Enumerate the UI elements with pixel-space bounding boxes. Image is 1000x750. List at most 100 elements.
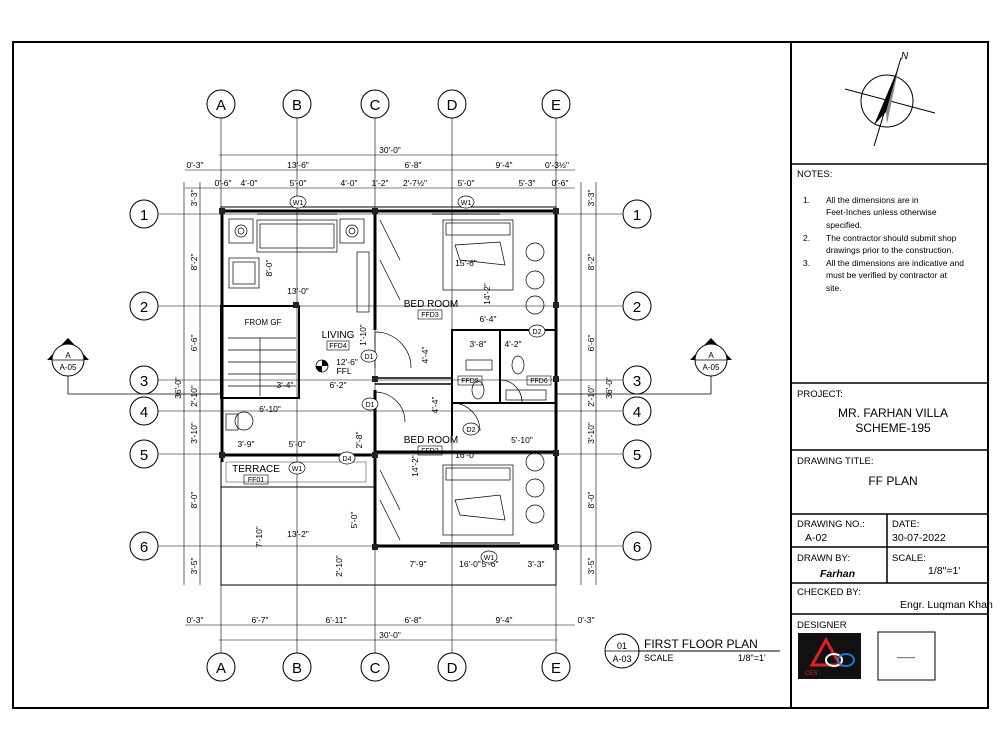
dim-text: 0'-3" (187, 160, 204, 170)
room-living: LIVING (322, 330, 355, 341)
dim-text: 15'-6" (455, 258, 477, 268)
note-line: must be verified by contractor at (826, 270, 948, 280)
dim-text: 3'-4" (277, 380, 294, 390)
dim-text: 5'-0" (290, 178, 307, 188)
title-block: N NOTES: 1. All the dimensions are in Fe… (791, 51, 993, 681)
dim-text: 0'-3" (187, 615, 204, 625)
dim-text: 8'-0" (189, 492, 199, 509)
signature-mark: —— (897, 652, 915, 662)
plan-sheet: A-03 (612, 654, 631, 664)
dim-text: 0'-6" (552, 178, 569, 188)
dim-text: 5'-0" (458, 178, 475, 188)
grid-label: 4 (633, 404, 641, 421)
level-marker-icon (315, 359, 329, 373)
scale-value: 1/8"=1' (928, 565, 960, 577)
drawing-title-label: DRAWING TITLE: (797, 456, 874, 467)
dim-text: 9'-4" (496, 160, 513, 170)
bath-2-tag: FFD6 (530, 378, 548, 385)
designer-label: DESIGNER (797, 620, 847, 631)
dimension-texts: 30'-0" 0'-3" 13'-6" 6'-8" 9'-4" 0'-3½" 0… (173, 145, 614, 640)
dim-text: 6'-8" (405, 615, 422, 625)
dim-text: 7'-9" (410, 559, 427, 569)
dim-text: 36'-0" (604, 377, 614, 399)
notes-list: 1. All the dimensions are in Feet-Inches… (803, 195, 964, 293)
grid-label: 1 (140, 207, 148, 224)
dim-text: 8'-2" (586, 254, 596, 271)
dim-text: 6'-8" (405, 160, 422, 170)
north-label: N (901, 51, 909, 62)
window-tag: W1 (484, 555, 495, 562)
dim-text: 30'-0" (379, 630, 401, 640)
section-sheet: A-05 (60, 363, 77, 372)
plan-scale-label: SCALE (644, 653, 674, 663)
dim-text: 4'-4" (430, 397, 440, 414)
dim-text: 2'-10" (189, 385, 199, 407)
grid-label: A (216, 660, 226, 677)
dim-text: 6'-7" (252, 615, 269, 625)
dim-text: 0'-3½" (545, 160, 569, 170)
dim-text: 0'-3" (578, 615, 595, 625)
dim-text: FFL (336, 366, 351, 376)
dim-text: 6'-2" (330, 380, 347, 390)
note-line: The contractor should submit shop (826, 233, 957, 243)
window-tag: W1 (461, 200, 472, 207)
dim-text: 3'-5" (189, 558, 199, 575)
furniture (225, 218, 547, 541)
signature-box (877, 631, 936, 681)
grid-bubble-bottom: A B C D E (206, 652, 571, 682)
dim-text: 8'-2" (189, 254, 199, 271)
dim-text: 9'-4" (496, 615, 513, 625)
section-letter: A (65, 351, 71, 360)
dim-text: 13'-2" (287, 529, 309, 539)
dim-text: 36'-0" (173, 377, 183, 399)
dim-text: 1'-10" (358, 324, 368, 346)
note-line: Feet-Inches unless otherwise (826, 207, 937, 217)
section-letter: A (708, 351, 714, 360)
door-tag: D4 (343, 456, 352, 463)
dim-text: 2'-7½" (403, 178, 427, 188)
grid-label: D (447, 97, 458, 114)
door-tag: D2 (533, 329, 542, 336)
date-value: 30-07-2022 (892, 532, 946, 544)
walls (220, 206, 558, 586)
dim-text: 3'-10" (189, 422, 199, 444)
grid-bubble-left: 1 2 3 4 5 6 (129, 199, 159, 561)
dim-text: 14'-2" (410, 455, 420, 477)
dim-text: 4'-0" (241, 178, 258, 188)
window-tag: W1 (292, 466, 303, 473)
dim-text: 5'-3" (519, 178, 536, 188)
dim-text: 13'-0" (287, 286, 309, 296)
note-line: All the dimensions are in (826, 195, 919, 205)
grid-label: B (292, 97, 302, 114)
project-label: PROJECT: (797, 389, 843, 400)
door-tag: D2 (467, 427, 476, 434)
door-window-tags: W1 W1 W1 W1 D1 D1 D2 D2 D4 (288, 195, 546, 564)
dim-text: 3'-3" (528, 559, 545, 569)
door-tag: D1 (365, 354, 374, 361)
section-marker-right: A A-05 (556, 338, 732, 395)
dim-text: 0'-6" (215, 178, 232, 188)
drawing-title: FF PLAN (868, 474, 917, 488)
dim-text: 4'-4" (420, 347, 430, 364)
door-tag: D1 (366, 402, 375, 409)
drawing-no: A-02 (805, 532, 827, 544)
plan-title: FIRST FLOOR PLAN (644, 637, 758, 651)
sheet-border (12, 41, 989, 709)
dim-text: 8'-0" (264, 260, 274, 277)
dim-text: 1'-2" (372, 178, 389, 188)
dim-text: 3'-9" (238, 439, 255, 449)
columns (219, 208, 559, 550)
dim-text: 2'-10" (586, 385, 596, 407)
project-name: MR. FARHAN VILLA (838, 406, 948, 420)
plan-title-block: 01 A-03 FIRST FLOOR PLAN SCALE 1/8"=1' (604, 633, 780, 669)
door-swings (374, 331, 523, 432)
dim-text: 6'-6" (189, 335, 199, 352)
checked-by-label: CHECKED BY: (797, 587, 861, 598)
dim-text: 4'-0" (341, 178, 358, 188)
plan-scale-value: 1/8"=1' (738, 653, 766, 663)
room-terrace: TERRACE (232, 464, 280, 475)
dim-text: 8'-0" (586, 492, 596, 509)
dim-text: 4'-2" (505, 339, 522, 349)
grid-label: C (370, 660, 381, 677)
designer-logo: CES (798, 633, 861, 679)
